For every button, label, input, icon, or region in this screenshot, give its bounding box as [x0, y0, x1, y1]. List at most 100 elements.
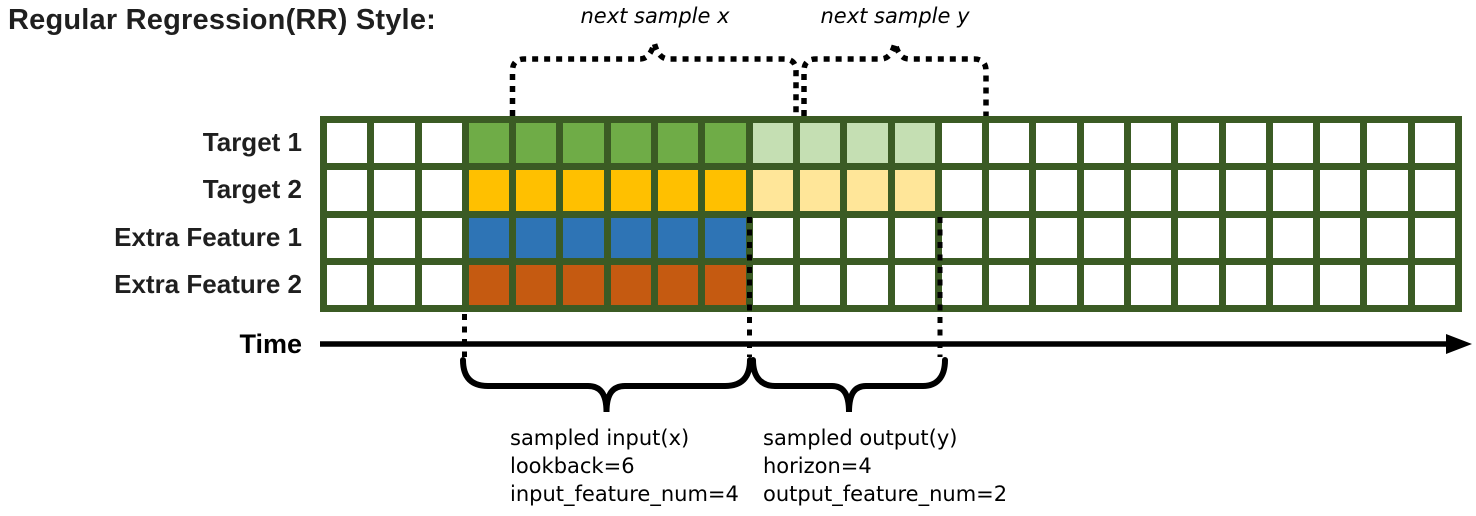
grid-cell — [516, 123, 557, 164]
grid-cell — [1225, 217, 1266, 258]
grid-cell — [941, 123, 983, 164]
grid-cell — [1414, 170, 1455, 211]
grid-cell — [516, 170, 557, 211]
grid-cell — [941, 264, 983, 305]
grid-cell — [799, 170, 841, 211]
grid-cell — [894, 170, 935, 211]
grid-cell — [989, 217, 1030, 258]
next-sample-y-label: next sample y — [820, 4, 970, 28]
grid-cell — [563, 123, 604, 164]
grid-cell — [468, 123, 510, 164]
next-sample-x-brace-icon — [509, 38, 799, 116]
grid-cell — [1272, 170, 1314, 211]
grid-cell — [1320, 170, 1361, 211]
grid-cell — [374, 217, 415, 258]
grid-cell — [327, 217, 368, 258]
grid-cell — [658, 123, 699, 164]
grid-cell — [1225, 123, 1266, 164]
grid-cell — [1036, 170, 1077, 211]
grid-cell — [1036, 123, 1077, 164]
grid-cell — [563, 264, 604, 305]
grid-cell — [847, 217, 888, 258]
grid-cell — [989, 123, 1030, 164]
grid-cell — [658, 170, 699, 211]
grid-cell — [752, 123, 793, 164]
grid-cell — [610, 170, 652, 211]
grid-cell — [516, 217, 557, 258]
grid-cell — [658, 217, 699, 258]
grid-cell — [658, 264, 699, 305]
time-axis-label: Time — [239, 328, 302, 359]
grid-cell — [468, 170, 510, 211]
grid-cell — [610, 217, 652, 258]
grid-cell — [752, 170, 793, 211]
grid-cell — [1083, 170, 1124, 211]
grid-cell — [1414, 217, 1455, 258]
grid-cell — [705, 123, 746, 164]
grid-cell — [421, 170, 462, 211]
grid-cell — [1272, 264, 1314, 305]
sampled-input-title: sampled input(x) — [510, 426, 690, 450]
grid-cell — [610, 123, 652, 164]
lookback-value: lookback=6 — [510, 454, 635, 478]
grid-cell — [563, 217, 604, 258]
grid-cell — [1130, 170, 1172, 211]
row-label-extra-feature-1: Extra Feature 1 — [114, 222, 302, 252]
input-feature-num-value: input_feature_num=4 — [510, 482, 739, 506]
next-sample-x-label: next sample x — [580, 4, 730, 28]
row-label-target-1: Target 1 — [202, 127, 302, 157]
grid-cell — [1272, 123, 1314, 164]
output-feature-num-value: output_feature_num=2 — [763, 482, 1008, 506]
grid-cell — [1320, 264, 1361, 305]
grid-cell — [1320, 123, 1361, 164]
grid-cell — [1178, 217, 1219, 258]
grid-cell — [1272, 217, 1314, 258]
grid-cell — [1178, 123, 1219, 164]
grid-cell — [1414, 123, 1455, 164]
grid-cell — [516, 264, 557, 305]
grid-cell — [1367, 123, 1408, 164]
grid-cell — [374, 123, 415, 164]
grid-cell — [847, 170, 888, 211]
grid-cell — [327, 123, 368, 164]
sampled-input-annotation: sampled input(x) lookback=6 input_featur… — [510, 424, 739, 508]
grid-cell — [1036, 264, 1077, 305]
grid-cell — [894, 123, 935, 164]
grid-cell — [374, 264, 415, 305]
grid-cell — [1225, 170, 1266, 211]
time-axis-arrow-icon — [320, 334, 1472, 354]
sampled-output-title: sampled output(y) — [763, 426, 958, 450]
grid-cell — [705, 170, 746, 211]
diagram-title: Regular Regression(RR) Style: — [8, 4, 436, 36]
grid-cell — [1130, 123, 1172, 164]
row-label-target-2: Target 2 — [202, 174, 302, 204]
grid-cell — [705, 264, 746, 305]
grid-cell — [1367, 264, 1408, 305]
grid-cell — [941, 170, 983, 211]
grid-cell — [421, 217, 462, 258]
grid-cell — [752, 217, 793, 258]
grid-cell — [610, 264, 652, 305]
grid-cell — [1367, 170, 1408, 211]
grid-cell — [1036, 217, 1077, 258]
grid-cell — [327, 170, 368, 211]
grid-cell — [1178, 170, 1219, 211]
next-sample-y-brace-icon — [801, 42, 989, 116]
sampled-output-brace-icon — [750, 357, 948, 413]
grid-cell — [1320, 217, 1361, 258]
grid-cell — [894, 217, 935, 258]
grid-cell — [1130, 264, 1172, 305]
grid-cell — [799, 217, 841, 258]
grid-cell — [941, 217, 983, 258]
row-label-extra-feature-2: Extra Feature 2 — [114, 269, 302, 299]
grid-cell — [705, 217, 746, 258]
grid-cell — [799, 123, 841, 164]
grid-cell — [374, 170, 415, 211]
grid-cell — [468, 264, 510, 305]
grid-cell — [1414, 264, 1455, 305]
horizon-value: horizon=4 — [763, 454, 872, 478]
grid-cell — [989, 264, 1030, 305]
grid-cell — [1083, 264, 1124, 305]
grid-cell — [847, 123, 888, 164]
grid-cell — [989, 170, 1030, 211]
